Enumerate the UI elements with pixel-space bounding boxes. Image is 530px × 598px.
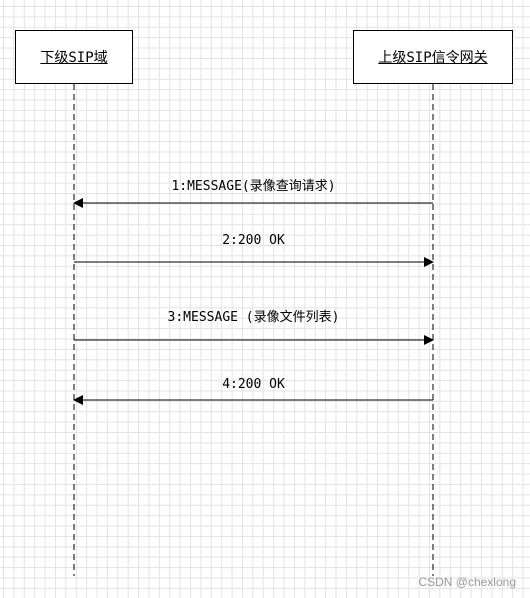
lifeline-box-upper-sip-gateway[interactable]: 上级SIP信令网关 xyxy=(353,30,513,84)
message-label-3: 3:MESSAGE (录像文件列表) xyxy=(168,310,340,325)
message-label-2: 2:200 OK xyxy=(222,233,285,248)
lifeline-label: 上级SIP信令网关 xyxy=(378,50,488,66)
messages-group: 1:MESSAGE(录像查询请求) 2:200 OK 3:MESSAGE (录像文件… xyxy=(73,179,434,405)
message-label-4: 4:200 OK xyxy=(222,377,285,392)
watermark: CSDN @chexlong xyxy=(418,575,516,589)
lifeline-label: 下级SIP域 xyxy=(40,50,108,66)
message-label-1: 1:MESSAGE(录像查询请求) xyxy=(171,179,335,194)
lifeline-box-lower-sip-domain[interactable]: 下级SIP域 xyxy=(15,30,133,84)
